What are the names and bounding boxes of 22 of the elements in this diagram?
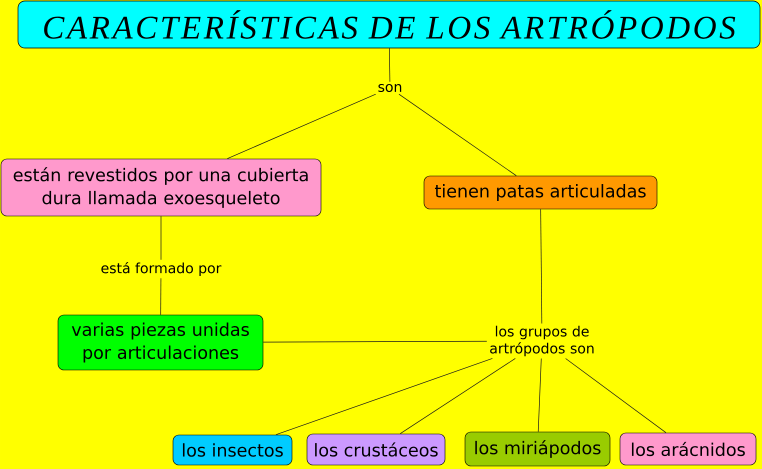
connector-line: [398, 94, 517, 176]
concept-box: los insectos: [172, 434, 292, 466]
linking-phrase: está formado por: [101, 262, 222, 276]
connector-line: [540, 208, 542, 324]
concept-box: están revestidos por una cubierta dura llamada exoesqueleto: [0, 158, 322, 216]
concept-box: varias piezas unidas por articulaciones: [58, 314, 264, 370]
connector-line: [538, 358, 542, 432]
connector-line: [160, 278, 162, 316]
concept-box: tienen patas articuladas: [424, 176, 658, 210]
connector-line: [262, 340, 488, 342]
linking-phrase: los grupos de artrópodos son: [490, 326, 594, 356]
concept-box: los arácnidos: [620, 432, 756, 466]
concept-box: los miriápodos: [464, 432, 610, 466]
concept-box: los crustáceos: [306, 434, 446, 466]
connector-line: [276, 358, 493, 436]
linking-phrase: son: [378, 84, 402, 92]
connector-line: [565, 358, 666, 434]
title-box: CARACTERÍSTICAS DE LOS ARTRÓPODOS: [18, 0, 760, 48]
connector-line: [226, 94, 376, 160]
connector-line: [160, 216, 162, 260]
connector-line: [389, 48, 390, 82]
connector-line: [400, 358, 516, 434]
